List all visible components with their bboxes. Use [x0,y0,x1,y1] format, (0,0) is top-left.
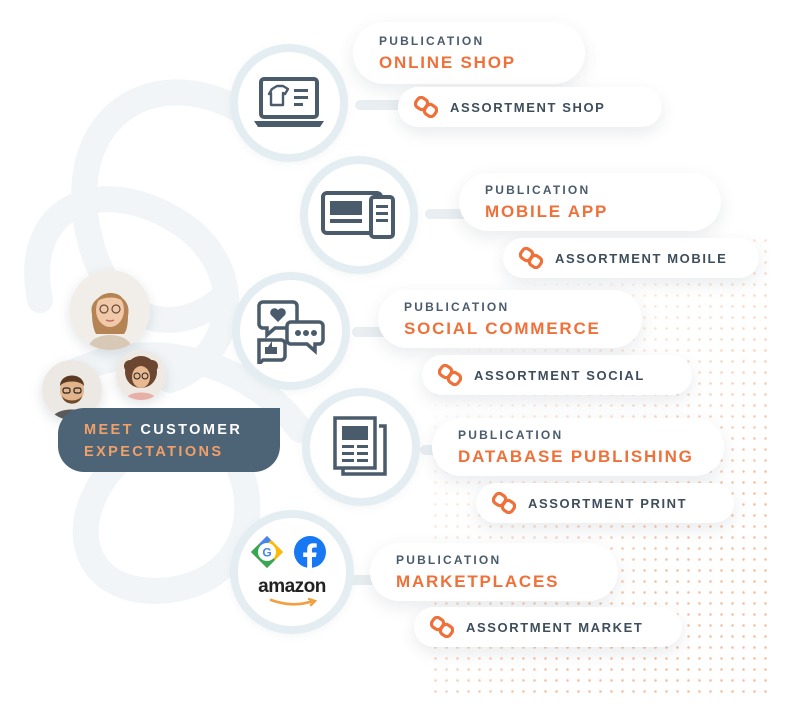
link-chain-icon [414,96,438,118]
link-chain-icon [492,492,516,514]
publication-title: DATABASE PUBLISHING [458,447,694,466]
mobile-tablet-icon [321,191,395,239]
amazon-smile-icon [269,598,318,607]
svg-text:G: G [262,546,271,560]
assortment-card-market[interactable]: ASSORTMENT MARKET [414,607,682,647]
publication-label: PUBLICATION [485,183,591,197]
cta-accent-word: MEET [84,422,134,438]
channel-circle-database-publishing [302,388,420,506]
channel-circle-social-commerce [232,272,350,390]
assortment-label: ASSORTMENT PRINT [528,495,688,511]
assortment-label: ASSORTMENT SHOP [450,99,606,115]
publication-title: MARKETPLACES [396,572,560,591]
publication-label: PUBLICATION [379,34,485,48]
marketplace-logos-icon: G amazon [247,532,337,612]
connector [355,100,405,110]
publication-title: MOBILE APP [485,202,609,221]
assortment-card-social[interactable]: ASSORTMENT SOCIAL [422,355,692,395]
laptop-shop-icon [254,77,324,127]
cta-line-1: MEET CUSTOMER [84,419,280,441]
connector [425,209,470,219]
assortment-card-print[interactable]: ASSORTMENT PRINT [476,483,734,523]
publication-card-online-shop[interactable]: PUBLICATION ONLINE SHOP [353,22,585,84]
amazon-logo: amazon [258,576,326,597]
publication-label: PUBLICATION [396,553,502,567]
facebook-icon [294,536,326,568]
channel-circle-marketplaces: G amazon [230,510,354,634]
publication-card-mobile-app[interactable]: PUBLICATION MOBILE APP [459,173,721,231]
avatar [70,270,150,350]
publication-title: ONLINE SHOP [379,53,516,72]
assortment-label: ASSORTMENT MARKET [466,619,644,635]
print-document-icon [333,416,387,476]
assortment-card-mobile[interactable]: ASSORTMENT MOBILE [503,238,759,278]
cta-word: CUSTOMER [140,422,243,438]
connector [352,327,392,337]
channel-circle-online-shop [230,44,348,162]
assortment-label: ASSORTMENT MOBILE [555,250,728,266]
customer-curly-avatar [116,350,166,400]
cta-line-2: EXPECTATIONS [84,444,224,460]
publication-card-social-commerce[interactable]: PUBLICATION SOCIAL COMMERCE [378,290,642,348]
publication-title: SOCIAL COMMERCE [404,319,601,338]
publication-card-marketplaces[interactable]: PUBLICATION MARKETPLACES [370,543,618,601]
google-shopping-icon: G [251,536,283,568]
avatar [116,350,166,400]
publication-card-database-publishing[interactable]: PUBLICATION DATABASE PUBLISHING [432,418,724,476]
social-chat-icon [257,300,325,364]
publication-label: PUBLICATION [404,300,510,314]
publication-label: PUBLICATION [458,428,564,442]
customer-woman-avatar [70,270,150,350]
channel-circle-mobile-app [300,156,418,274]
assortment-card-shop[interactable]: ASSORTMENT SHOP [398,87,662,127]
link-chain-icon [438,364,462,386]
meet-customer-expectations-banner: MEET CUSTOMER EXPECTATIONS [58,408,280,472]
assortment-label: ASSORTMENT SOCIAL [474,367,645,383]
link-chain-icon [430,616,454,638]
connector [348,575,388,585]
link-chain-icon [519,247,543,269]
